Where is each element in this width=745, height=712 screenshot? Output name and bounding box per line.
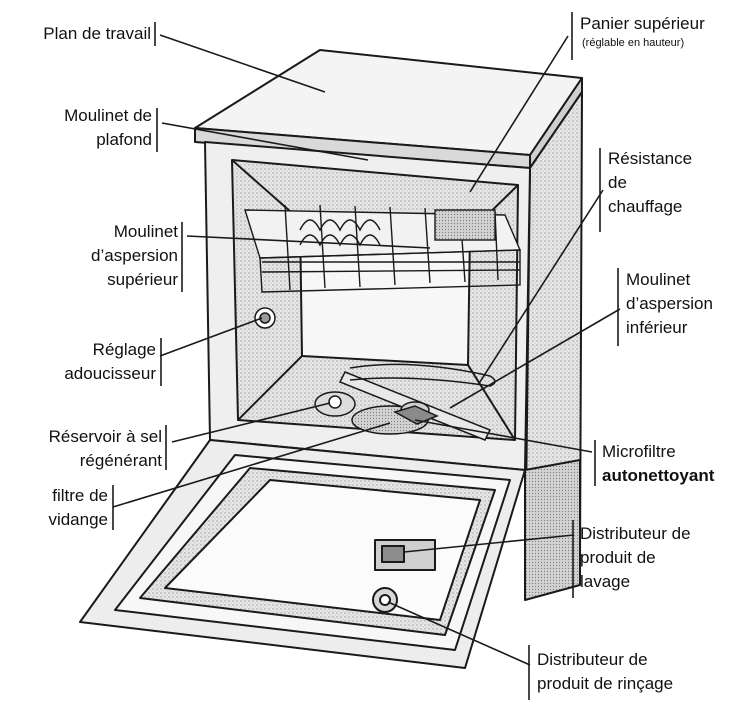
label-distrib-lavage-line2: produit de xyxy=(580,548,656,567)
label-reservoir-line1: Réservoir à sel xyxy=(48,427,162,446)
label-moulinet-inferieur: Moulinet d’aspersion inférieur xyxy=(626,268,713,340)
leader-reservoir xyxy=(171,402,331,443)
label-reservoir-line2: régénérant xyxy=(79,451,162,470)
label-resistance-chauffage: Résistance de chauffage xyxy=(608,147,692,219)
door xyxy=(79,439,526,669)
label-plan-de-travail: Plan de travail xyxy=(8,22,151,46)
label-distrib-rincage-line2: produit de rinçage xyxy=(537,674,674,693)
label-distrib-lavage-line3: lavage xyxy=(580,572,631,591)
leader-distrib-rincage xyxy=(387,601,531,666)
leader-reglage xyxy=(159,317,263,357)
label-microfiltre-line1: Microfiltre xyxy=(602,442,676,461)
label-plan-de-travail-text: Plan de travail xyxy=(43,24,151,43)
label-moulinet-plafond-line1: Moulinet de xyxy=(64,106,152,125)
leader-moulinet-sup xyxy=(186,235,431,249)
label-resistance-line2: de xyxy=(608,173,627,192)
label-microfiltre: Microfiltre autonettoyant xyxy=(602,440,714,488)
leader-plan-travail xyxy=(159,34,326,93)
leader-moulinet-inf xyxy=(449,308,621,409)
leader-filtre xyxy=(112,422,391,508)
label-moulinet-sup-line3: supérieur xyxy=(107,270,178,289)
leader-panier xyxy=(469,35,569,193)
label-filtre-line2: vidange xyxy=(48,510,108,529)
label-distrib-lavage-line1: Distributeur de xyxy=(580,524,691,543)
label-moulinet-inf-line1: Moulinet xyxy=(626,270,691,289)
label-distributeur-rincage: Distributeur de produit de rinçage xyxy=(537,648,673,696)
label-distrib-rincage-line1: Distributeur de xyxy=(537,650,648,669)
leader-distrib-lavage xyxy=(403,534,575,553)
leader-moulinet-plafond xyxy=(161,122,369,161)
label-distributeur-lavage: Distributeur de produit de lavage xyxy=(580,522,691,594)
label-resistance-line3: chauffage xyxy=(608,197,683,216)
upper-basket xyxy=(244,204,522,293)
label-moulinet-superieur: Moulinet d’aspersion supérieur xyxy=(8,220,178,292)
label-microfiltre-line2: autonettoyant xyxy=(602,466,715,485)
label-moulinet-sup-line2: d’aspersion xyxy=(91,246,178,265)
label-moulinet-inf-line2: d’aspersion xyxy=(626,294,713,313)
label-resistance-line1: Résistance xyxy=(608,149,693,168)
label-panier-line2: (réglable en hauteur) xyxy=(582,37,685,49)
leader-resistance xyxy=(477,189,604,386)
label-moulinet-inf-line3: inférieur xyxy=(626,318,688,337)
label-filtre-vidange: filtre de vidange xyxy=(8,484,108,532)
label-moulinet-plafond: Moulinet de plafond xyxy=(8,104,152,152)
label-reglage-line2: adoucisseur xyxy=(64,364,156,383)
label-reservoir-sel: Réservoir à sel régénérant xyxy=(4,425,162,473)
label-panier-superieur: Panier supérieur (réglable en hauteur) xyxy=(580,12,705,50)
label-moulinet-plafond-line2: plafond xyxy=(96,130,152,149)
label-filtre-line1: filtre de xyxy=(52,486,108,505)
label-reglage-line1: Réglage xyxy=(92,340,156,359)
leader-microfiltre xyxy=(414,419,593,453)
label-moulinet-sup-line1: Moulinet xyxy=(113,222,178,241)
label-reglage-adoucisseur: Réglage adoucisseur xyxy=(8,338,156,386)
leader-lines xyxy=(112,12,621,700)
lower-area xyxy=(254,307,496,441)
label-panier-line1: Panier supérieur xyxy=(580,14,705,33)
plinth xyxy=(524,459,581,601)
